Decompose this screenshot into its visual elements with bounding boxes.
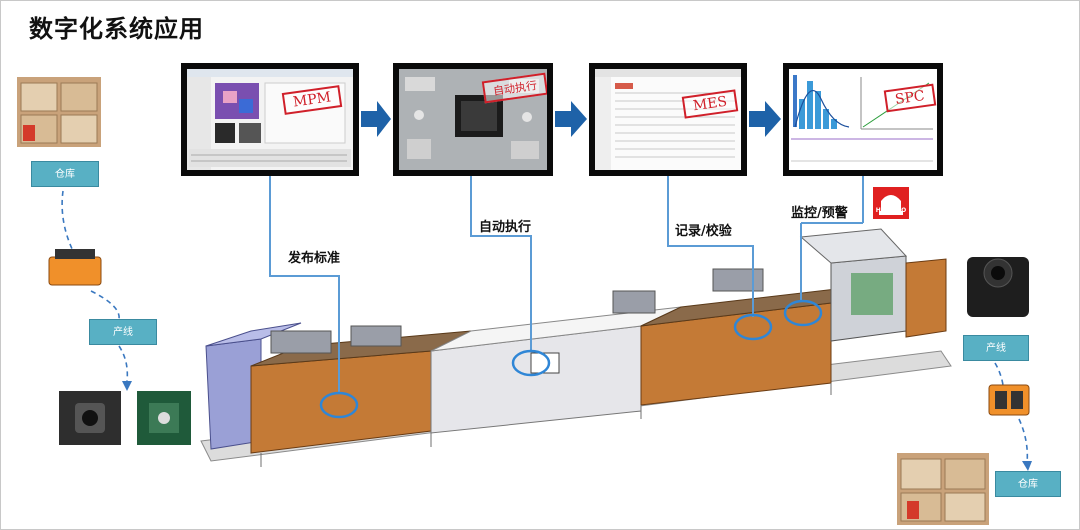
production-line — [200, 228, 952, 467]
alarm-brand: HIKAUTO — [875, 207, 907, 214]
left-agv-image — [48, 249, 102, 286]
left-warehouse-tag: 仓库 — [31, 161, 99, 187]
right-warehouse-image — [897, 453, 989, 525]
spc-screen: SPC — [783, 63, 943, 176]
step-label-auto-exec: 自动执行 — [479, 220, 532, 235]
right-warehouse-tag: 仓库 — [995, 471, 1061, 497]
spc-screen-content: SPC — [789, 69, 937, 170]
left-product-images — [59, 391, 191, 445]
right-agv-image — [988, 384, 1030, 416]
auto-exec-screen: 自动执行 — [393, 63, 553, 176]
right-line-tag: 产线 — [963, 335, 1029, 361]
mpm-screen: MPM — [181, 63, 359, 176]
screen-connectors — [269, 176, 864, 393]
flow-arrow-3 — [749, 101, 781, 137]
auto-exec-screen-content: 自动执行 — [399, 69, 547, 170]
mpm-screen-content: MPM — [187, 69, 353, 170]
right-arrowhead — [1022, 461, 1032, 471]
page-title: 数字化系统应用 — [29, 15, 204, 43]
left-dashed-flow — [61, 190, 129, 382]
right-camera-image — [967, 257, 1029, 317]
alarm-icon — [873, 187, 909, 219]
mes-screen-content: MES — [595, 69, 741, 170]
flow-arrow-1 — [361, 101, 391, 137]
station-highlights — [319, 299, 823, 419]
left-line-tag: 产线 — [89, 319, 157, 345]
step-label-publish: 发布标准 — [288, 251, 341, 266]
left-warehouse-image — [17, 77, 101, 147]
right-dashed-flow — [994, 362, 1029, 464]
flow-arrows — [361, 101, 781, 137]
step-label-monitor: 监控/预警 — [791, 206, 848, 221]
left-arrowhead — [122, 381, 132, 391]
mes-screen: MES — [589, 63, 747, 176]
step-label-record: 记录/校验 — [675, 224, 732, 239]
flow-arrow-2 — [555, 101, 587, 137]
